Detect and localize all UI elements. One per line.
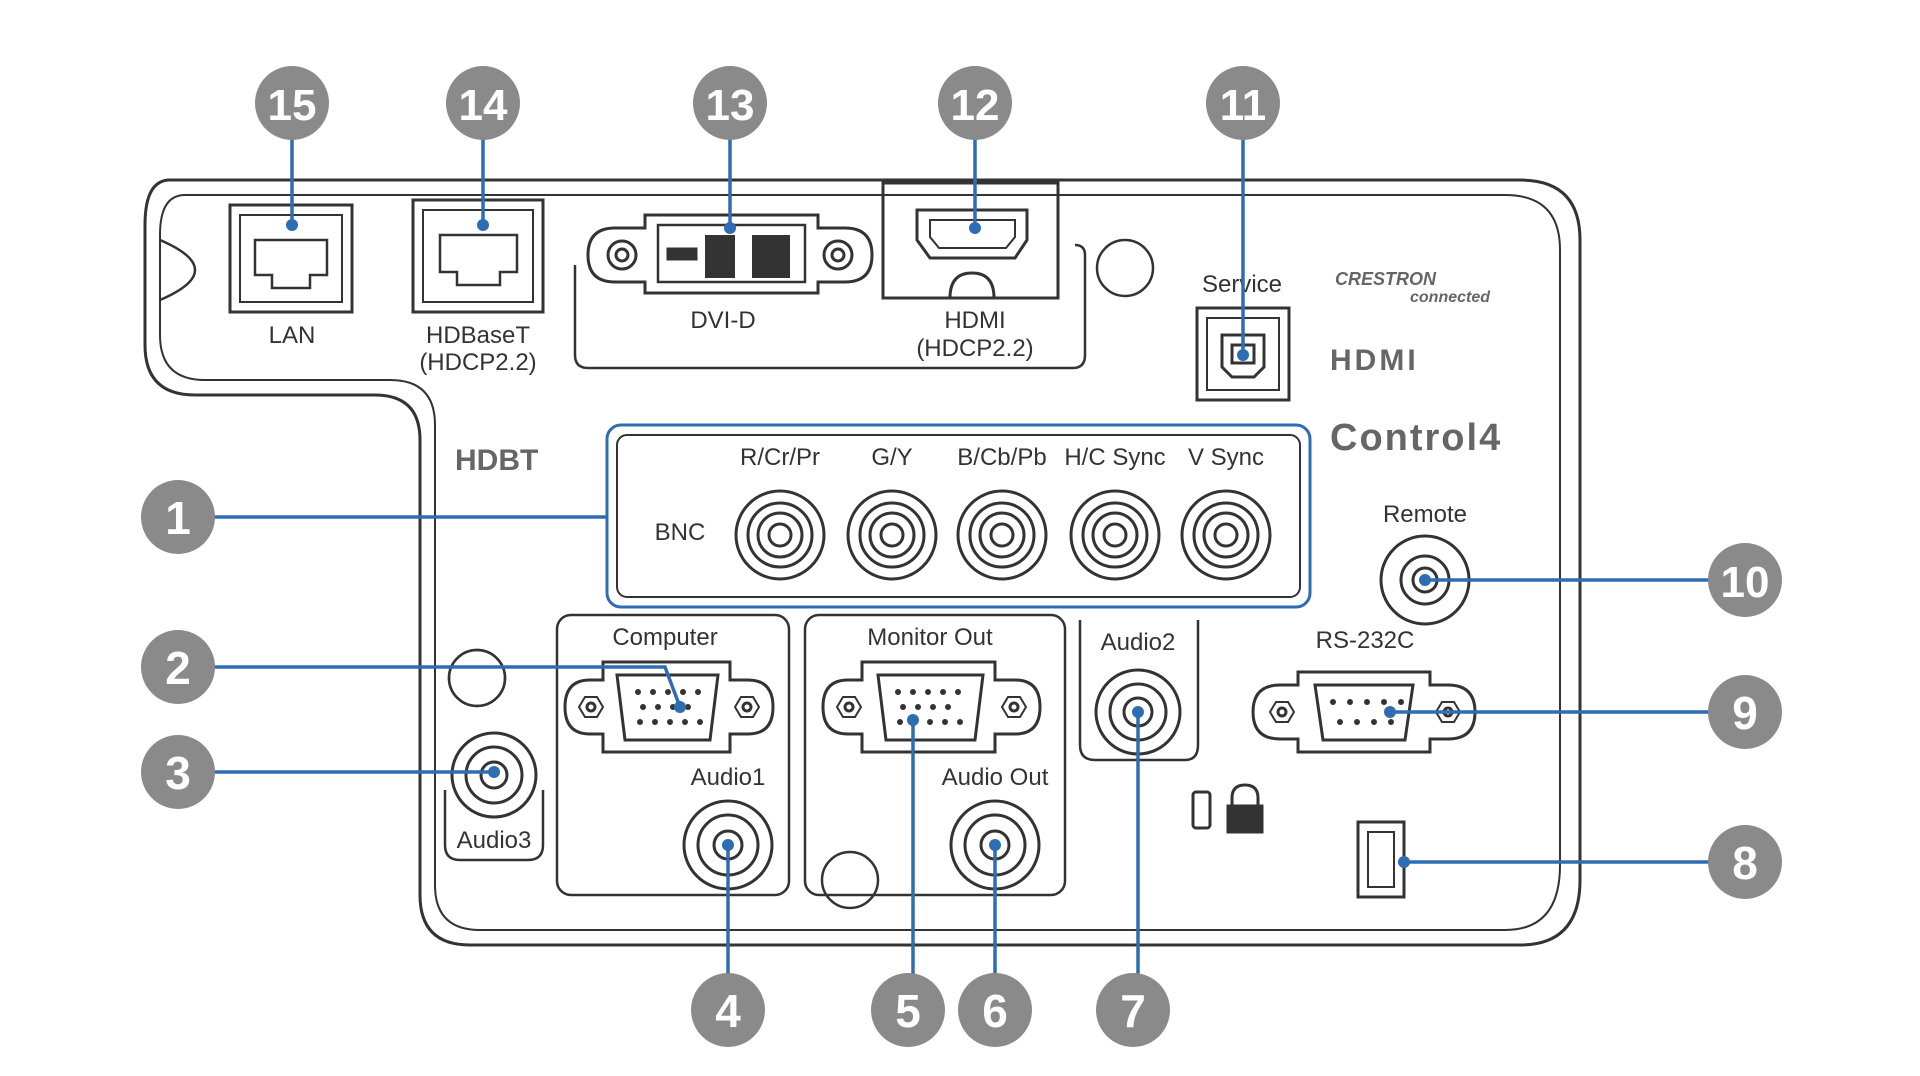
audio3-group-box — [443, 790, 545, 862]
rs232c-pins — [1330, 699, 1404, 725]
audio-out-label: Audio Out — [942, 764, 1049, 791]
callout-2: 2 — [141, 630, 215, 704]
svg-text:14: 14 — [459, 81, 508, 130]
callout-5: 5 — [871, 973, 945, 1047]
audio1-label: Audio1 — [691, 764, 766, 791]
monitor-out-label: Monitor Out — [867, 624, 993, 651]
computer-vga-port — [563, 660, 775, 754]
dvi-d-port — [586, 213, 874, 295]
callout-14: 14 — [446, 66, 520, 140]
bnc-bcbpb-connector — [956, 489, 1048, 581]
callout-4: 4 — [691, 973, 765, 1047]
callout-8: 8 — [1708, 825, 1782, 899]
hcsync-label: H/C Sync — [1064, 444, 1165, 471]
gy-label: G/Y — [871, 444, 912, 471]
leader-endpoints — [286, 219, 1431, 868]
bnc-vsync-connector — [1180, 489, 1272, 581]
callout-15: 15 — [255, 66, 329, 140]
svg-text:8: 8 — [1732, 837, 1758, 889]
callout-10: 10 — [1708, 543, 1782, 617]
callout-3: 3 — [141, 735, 215, 809]
callout-13: 13 — [693, 66, 767, 140]
vsync-label: V Sync — [1188, 444, 1264, 471]
bcbpb-label: B/Cb/Pb — [957, 444, 1046, 471]
bnc-inner-box — [616, 434, 1301, 598]
hdmi-logo: HDMI — [1330, 344, 1419, 377]
bnc-rcrpr-connector — [734, 489, 826, 581]
svg-text:7: 7 — [1120, 985, 1146, 1037]
rcrpr-label: R/Cr/Pr — [740, 444, 820, 471]
callout-9: 9 — [1708, 675, 1782, 749]
audio3-label: Audio3 — [457, 827, 532, 854]
audio2-label: Audio2 — [1101, 629, 1176, 656]
hdbaset-sublabel: (HDCP2.2) — [419, 349, 536, 376]
leader-lines — [180, 135, 1745, 995]
callout-7: 7 — [1096, 973, 1170, 1047]
svg-text:5: 5 — [895, 985, 921, 1037]
hdbaset-port — [411, 198, 545, 314]
computer-label: Computer — [612, 624, 717, 651]
crestron-logo: CRESTRON — [1335, 269, 1437, 289]
audio3-upper-hole — [447, 648, 507, 708]
lan-label: LAN — [269, 322, 316, 349]
audio2-group-box — [1078, 620, 1200, 762]
svg-text:9: 9 — [1732, 687, 1758, 739]
hdbt-logo: HDBT — [455, 444, 538, 477]
svg-text:6: 6 — [982, 985, 1008, 1037]
monitor-out-vga-pins — [895, 689, 963, 725]
hdmi-sublabel: (HDCP2.2) — [916, 335, 1033, 362]
svg-text:11: 11 — [1220, 81, 1267, 130]
dvi-hdmi-group-box — [573, 243, 1087, 370]
audio3-jack — [450, 731, 538, 819]
svg-text:10: 10 — [1721, 558, 1770, 607]
svg-text:12: 12 — [951, 81, 1000, 130]
monitor-out-group-box — [803, 613, 1067, 897]
crestron-sub-logo: connected — [1410, 289, 1491, 306]
callout-11: 11 — [1206, 66, 1280, 140]
remote-label: Remote — [1383, 501, 1467, 528]
rs232c-label: RS-232C — [1316, 627, 1415, 654]
svg-text:15: 15 — [268, 81, 317, 130]
svg-text:2: 2 — [165, 642, 191, 694]
callout-6: 6 — [958, 973, 1032, 1047]
hdbaset-label: HDBaseT — [426, 322, 530, 349]
panel-outline — [143, 178, 1582, 947]
computer-group-box — [555, 613, 791, 897]
svg-text:3: 3 — [165, 747, 191, 799]
hdmi-label: HDMI — [944, 307, 1005, 334]
security-bar — [1356, 820, 1406, 899]
bnc-hcsync-connector — [1069, 489, 1161, 581]
hdmi-port — [881, 181, 1060, 300]
svg-text:1: 1 — [165, 492, 191, 544]
computer-vga-pins — [635, 689, 703, 725]
callout-1: 1 — [141, 480, 215, 554]
monitor-out-vga-port — [821, 660, 1042, 754]
control4-logo: Control4 — [1330, 417, 1502, 459]
svg-text:4: 4 — [715, 985, 741, 1037]
svg-text:13: 13 — [706, 81, 755, 130]
dvi-d-label: DVI-D — [690, 307, 755, 334]
kensington-lock-icon — [1191, 783, 1264, 834]
callout-12: 12 — [938, 66, 1012, 140]
bnc-label: BNC — [655, 519, 706, 546]
bnc-connectors — [734, 489, 1272, 581]
bnc-gy-connector — [846, 489, 938, 581]
